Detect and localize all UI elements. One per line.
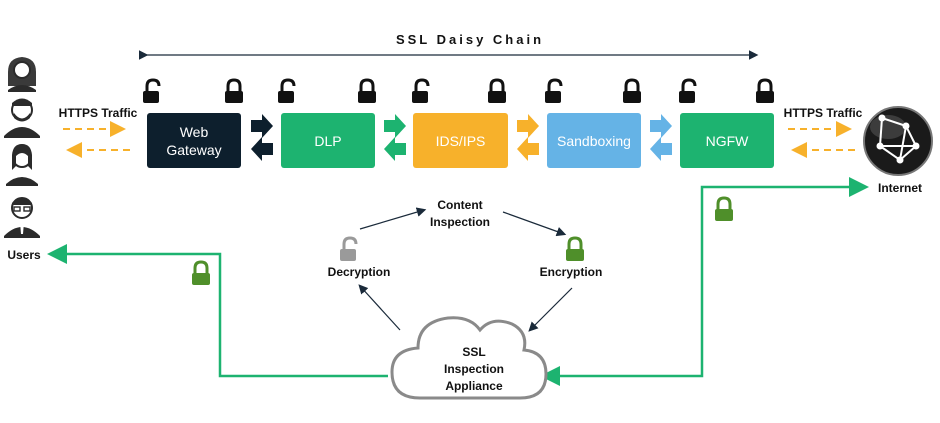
chain-arrows — [251, 114, 672, 161]
internet-line — [545, 177, 869, 378]
box-label-line1: Web — [179, 123, 209, 140]
box-label: DLP — [314, 132, 342, 149]
left-traffic-label: HTTPS Traffic — [58, 106, 138, 120]
unlocked-icon — [412, 78, 430, 103]
unlocked-icon — [679, 78, 697, 103]
locked-icon — [715, 196, 733, 221]
users-icon — [4, 57, 40, 238]
box-label: Sandboxing — [557, 132, 631, 149]
unlocked-icon — [143, 78, 161, 103]
right-arrow-icon — [384, 114, 406, 138]
locked-icon — [225, 78, 243, 103]
left-arrow-icon — [517, 137, 539, 161]
right-arrow-icon — [251, 114, 273, 138]
right-arrow-icon — [650, 114, 672, 138]
right-traffic-label: HTTPS Traffic — [783, 106, 863, 120]
left-arrow-icon — [251, 137, 273, 161]
chain-title: SSL Daisy Chain — [395, 32, 545, 47]
appliance-line2: Inspection — [443, 362, 504, 376]
globe-icon — [863, 106, 933, 176]
appliance-label: SSL Inspection Appliance — [419, 344, 529, 395]
locked-icon — [488, 78, 506, 103]
locked-icon — [566, 236, 584, 261]
content-inspection-line2: Inspection — [429, 215, 490, 229]
users-return-line — [47, 244, 388, 378]
locked-icon — [756, 78, 774, 103]
unlocked-icon — [340, 236, 358, 261]
dlp-box: DLP — [281, 113, 375, 168]
left-arrow-icon — [384, 137, 406, 161]
encryption-label: Encryption — [539, 265, 603, 279]
unlocked-icon — [545, 78, 563, 103]
cloud-icon — [390, 316, 548, 400]
decryption-label: Decryption — [327, 265, 391, 279]
appliance-line1: SSL — [462, 345, 486, 359]
users-label: Users — [7, 248, 41, 262]
ids-ips-box: IDS/IPS — [413, 113, 508, 168]
content-inspection-label: Content Inspection — [410, 197, 510, 231]
locked-icon — [623, 78, 641, 103]
sandboxing-box: Sandboxing — [547, 113, 641, 168]
appliance-line3: Appliance — [445, 379, 503, 393]
inspection-cycle-arrows — [358, 207, 573, 332]
box-label-line2: Gateway — [166, 141, 222, 158]
unlocked-icon — [278, 78, 296, 103]
left-arrow-icon — [650, 137, 672, 161]
locked-icon — [192, 260, 210, 285]
box-label: IDS/IPS — [435, 132, 486, 149]
locked-icon — [358, 78, 376, 103]
content-inspection-line1: Content — [437, 198, 483, 212]
right-arrow-icon — [517, 114, 539, 138]
chain-lock-icons — [143, 78, 774, 103]
internet-label: Internet — [877, 181, 922, 195]
box-label: NGFW — [705, 132, 749, 149]
ngfw-box: NGFW — [680, 113, 774, 168]
